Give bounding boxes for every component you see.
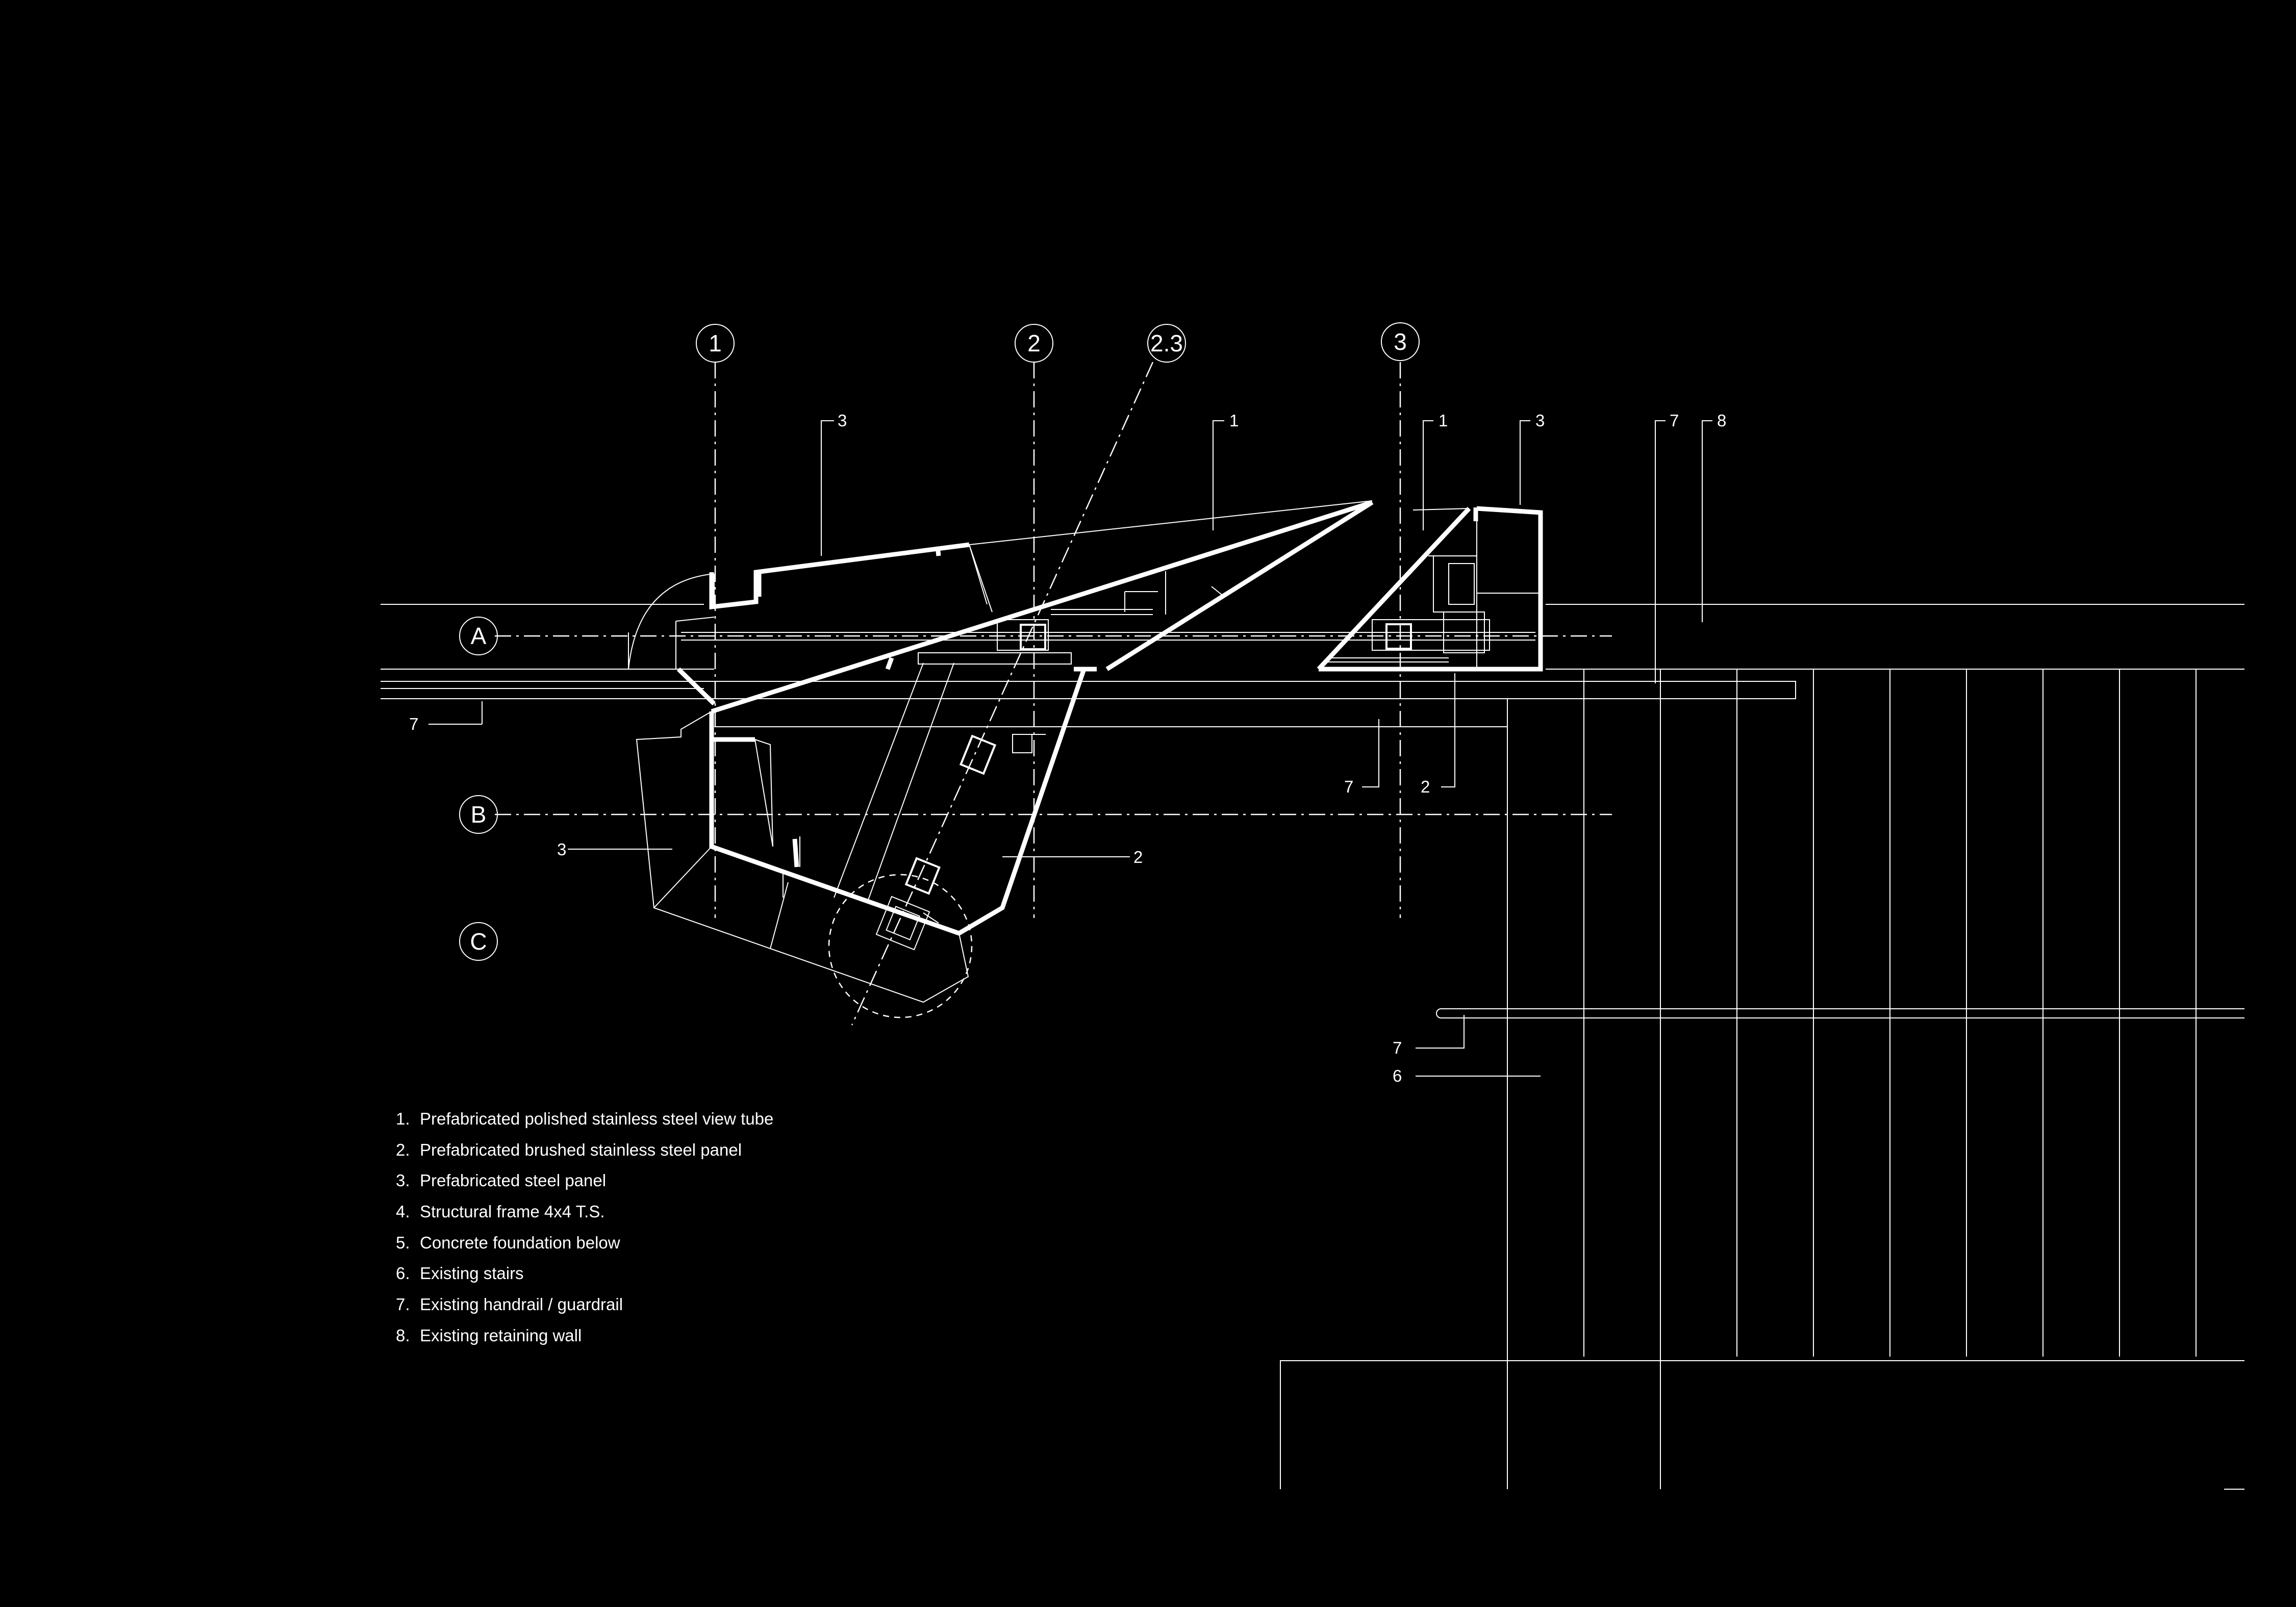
svg-text:Existing stairs: Existing stairs bbox=[420, 1264, 524, 1283]
callout-2-head: 2 bbox=[1421, 777, 1430, 796]
grid-row-markers: A B C bbox=[459, 617, 498, 961]
grid-marker-C: C bbox=[459, 922, 498, 961]
svg-text:Existing retaining wall: Existing retaining wall bbox=[420, 1326, 582, 1345]
view-tube-structure bbox=[628, 500, 1543, 1018]
svg-text:Prefabricated brushed stainles: Prefabricated brushed stainless steel pa… bbox=[420, 1140, 742, 1159]
svg-text:Prefabricated polished stainle: Prefabricated polished stainless steel v… bbox=[420, 1109, 773, 1128]
svg-text:3.: 3. bbox=[396, 1171, 410, 1190]
svg-text:7.: 7. bbox=[396, 1295, 410, 1314]
legend-item: 5. Concrete foundation below bbox=[396, 1233, 620, 1252]
legend: 1. Prefabricated polished stainless stee… bbox=[396, 1109, 773, 1345]
callout-numbers: 3 1 1 3 7 8 7 3 2 7 2 7 6 bbox=[409, 411, 1726, 1085]
callout-7-stairs: 7 bbox=[1393, 1038, 1402, 1057]
legend-item: 1. Prefabricated polished stainless stee… bbox=[396, 1109, 773, 1128]
existing-stairs bbox=[1507, 669, 2197, 1489]
grid-column-markers: 1 2 2.3 3 bbox=[696, 322, 1420, 363]
callout-2-lower: 2 bbox=[1133, 848, 1143, 866]
svg-text:8.: 8. bbox=[396, 1326, 410, 1345]
grid-marker-3: 3 bbox=[1381, 322, 1420, 361]
callout-1-tube: 1 bbox=[1229, 411, 1239, 430]
svg-text:3: 3 bbox=[1394, 328, 1407, 355]
legend-item: 3. Prefabricated steel panel bbox=[396, 1171, 606, 1190]
svg-text:Prefabricated steel panel: Prefabricated steel panel bbox=[420, 1171, 606, 1190]
callout-8-wall: 8 bbox=[1717, 411, 1726, 430]
legend-item: 4. Structural frame 4x4 T.S. bbox=[396, 1202, 605, 1221]
callout-3-roof: 3 bbox=[838, 411, 847, 430]
svg-text:Existing handrail / guardrail: Existing handrail / guardrail bbox=[420, 1295, 623, 1314]
grid-marker-2: 2 bbox=[1015, 324, 1053, 363]
svg-text:B: B bbox=[471, 801, 487, 828]
legend-item: 6. Existing stairs bbox=[396, 1264, 524, 1283]
callout-7-left: 7 bbox=[409, 715, 418, 733]
svg-text:1: 1 bbox=[709, 330, 722, 356]
grid-lines bbox=[495, 362, 1612, 1026]
svg-text:1.: 1. bbox=[396, 1109, 410, 1128]
callout-3-lower: 3 bbox=[557, 840, 566, 859]
svg-text:2: 2 bbox=[1027, 330, 1041, 356]
grid-marker-2-3: 2.3 bbox=[1147, 324, 1186, 363]
svg-text:5.: 5. bbox=[396, 1233, 410, 1252]
callout-1-head: 1 bbox=[1439, 411, 1448, 430]
grid-marker-A: A bbox=[459, 617, 498, 655]
grid-marker-1: 1 bbox=[696, 324, 735, 363]
grid-marker-B: B bbox=[459, 795, 498, 834]
svg-text:2.3: 2.3 bbox=[1150, 330, 1183, 356]
legend-item: 8. Existing retaining wall bbox=[396, 1326, 582, 1345]
existing-context bbox=[381, 604, 2244, 1490]
svg-text:2.: 2. bbox=[396, 1140, 410, 1159]
svg-text:Structural frame 4x4 T.S.: Structural frame 4x4 T.S. bbox=[420, 1202, 605, 1221]
callout-leaders bbox=[428, 420, 1712, 1077]
svg-text:4.: 4. bbox=[396, 1202, 410, 1221]
callout-3-head: 3 bbox=[1535, 411, 1545, 430]
callout-7-mid: 7 bbox=[1344, 777, 1353, 796]
svg-text:6.: 6. bbox=[396, 1264, 410, 1283]
legend-item: 7. Existing handrail / guardrail bbox=[396, 1295, 623, 1314]
callout-6-stairs: 6 bbox=[1393, 1066, 1402, 1085]
svg-text:Concrete foundation below: Concrete foundation below bbox=[420, 1233, 620, 1252]
legend-item: 2. Prefabricated brushed stainless steel… bbox=[396, 1140, 742, 1159]
callout-7-rail: 7 bbox=[1670, 411, 1679, 430]
svg-text:A: A bbox=[471, 623, 487, 649]
svg-text:C: C bbox=[470, 928, 487, 955]
